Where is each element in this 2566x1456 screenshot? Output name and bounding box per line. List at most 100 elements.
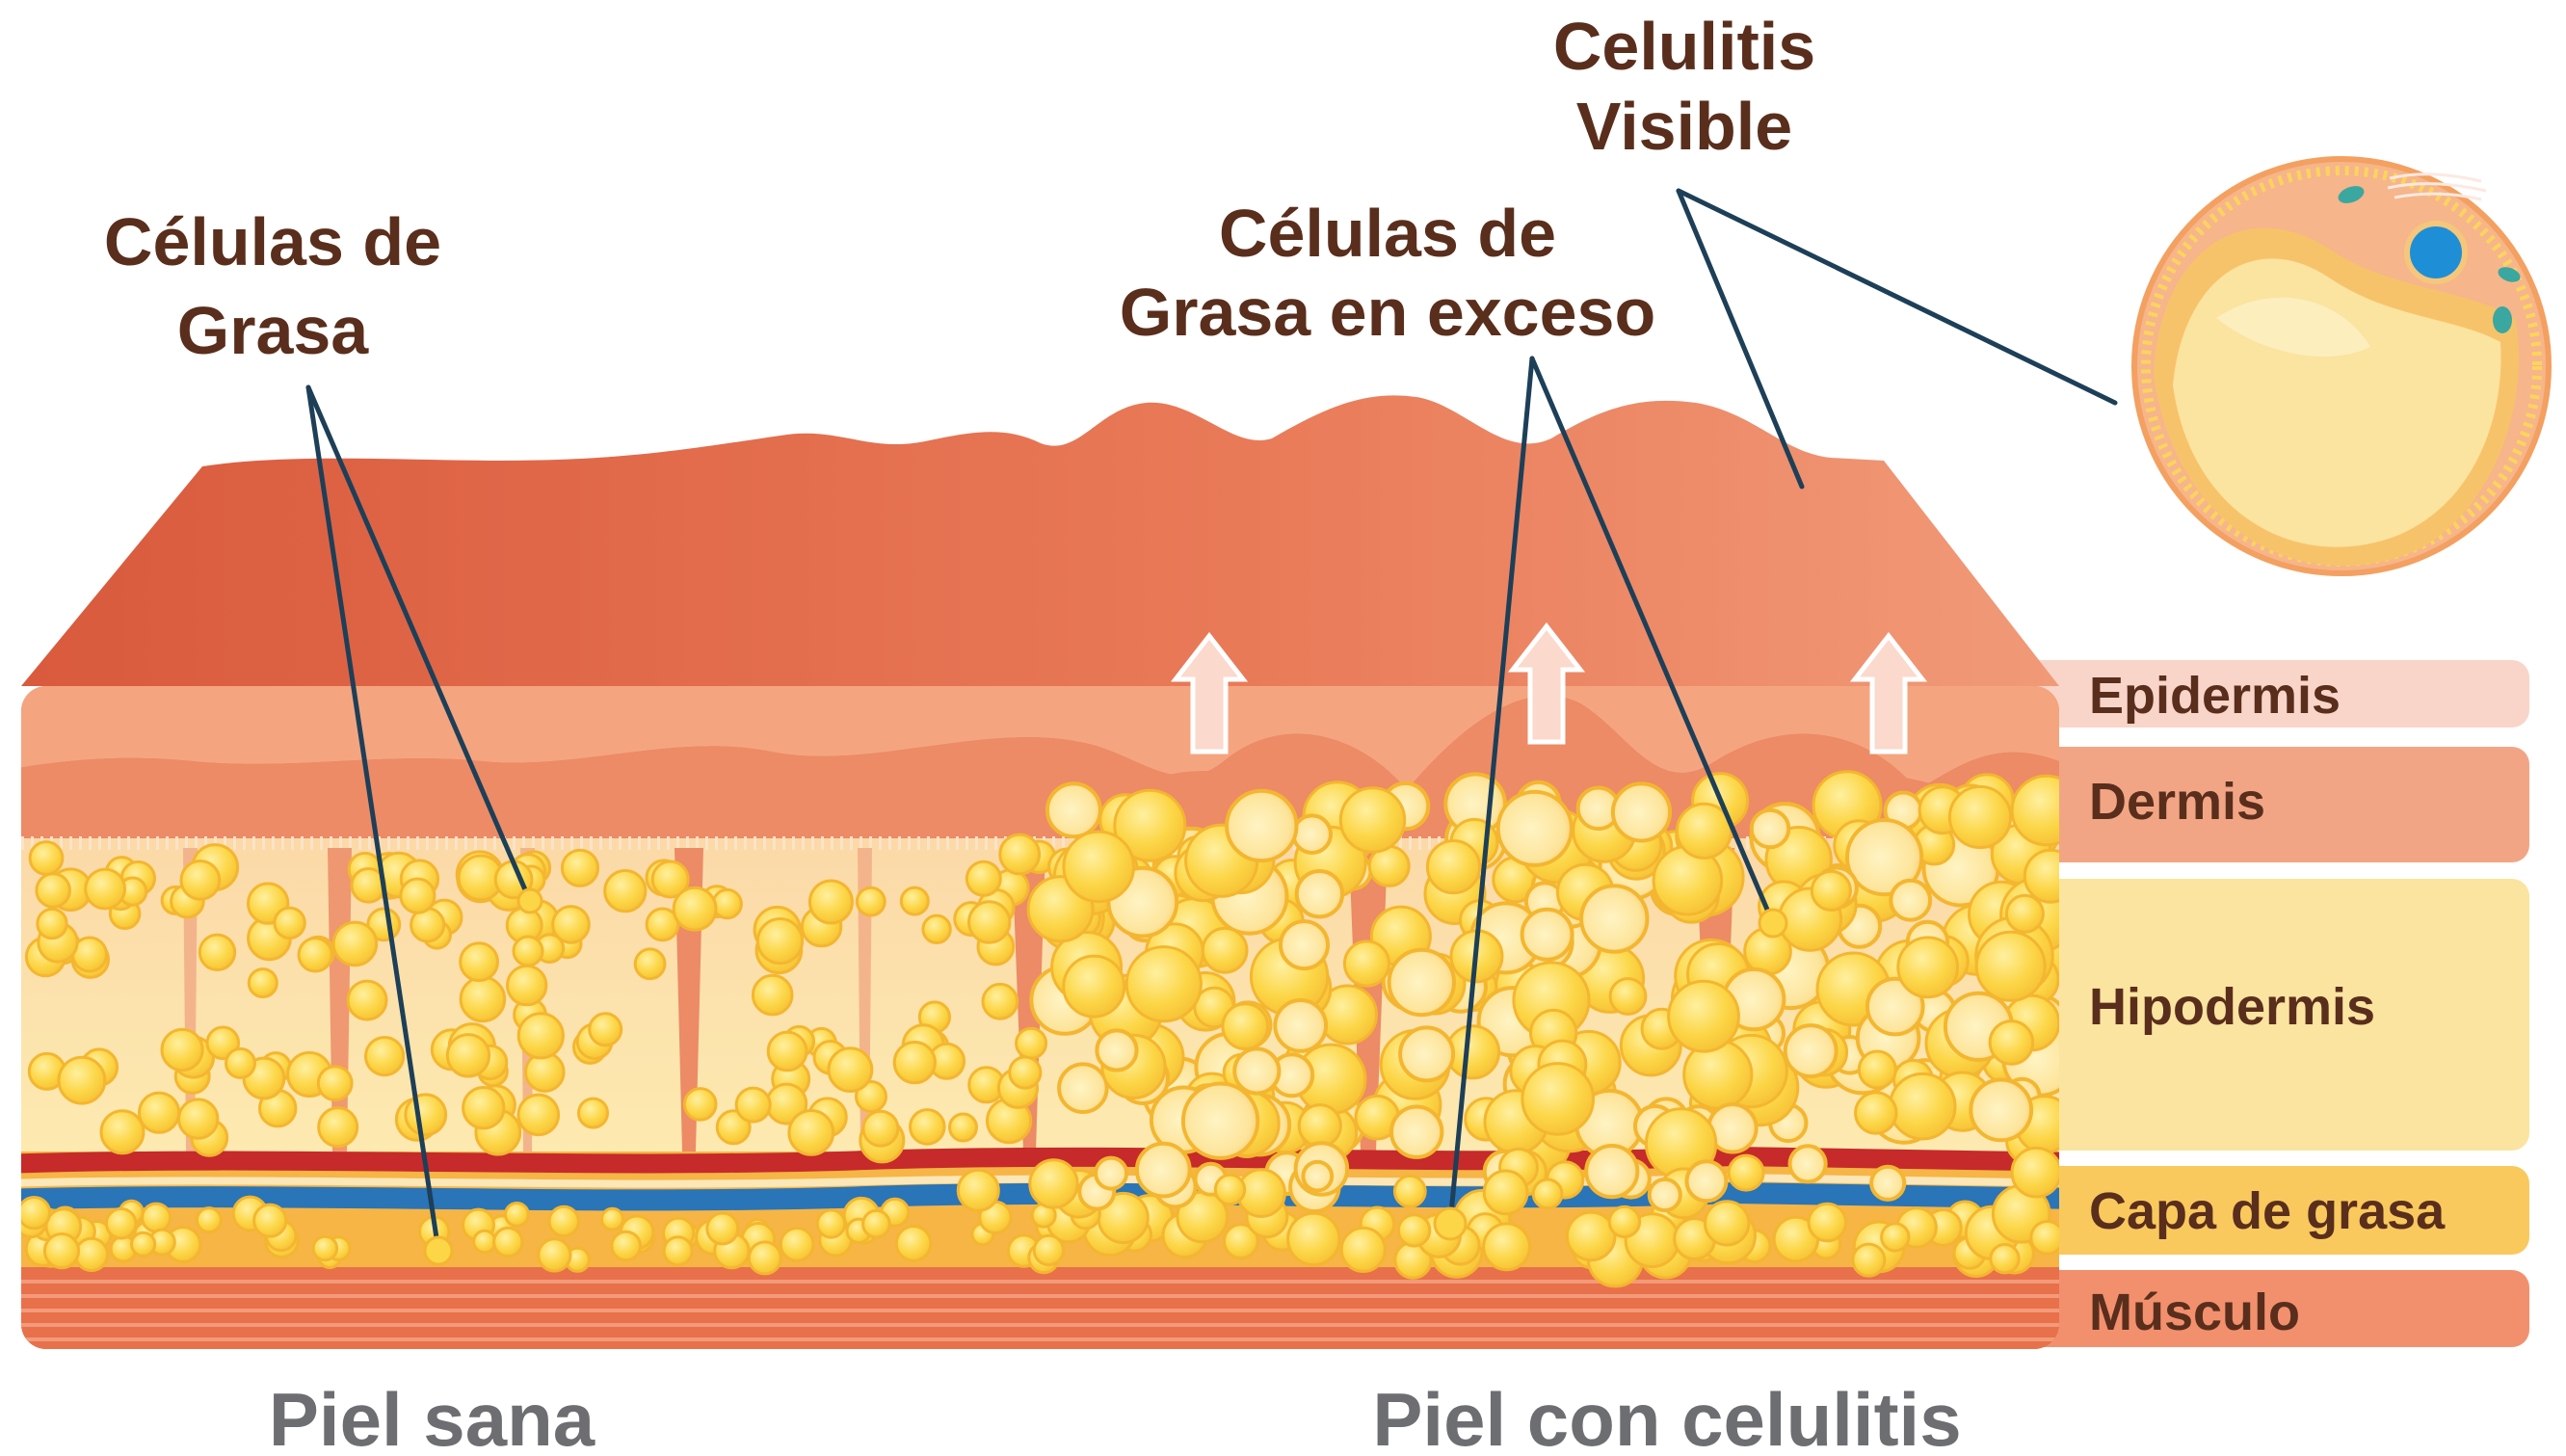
fat-cell	[1391, 1107, 1442, 1157]
fat-cell	[401, 879, 435, 913]
fat-cell	[447, 1035, 489, 1076]
fat-cell	[348, 981, 386, 1019]
fat-cell	[2012, 1148, 2061, 1197]
fat-cell	[1234, 1048, 1279, 1093]
fat-cell	[1484, 1171, 1527, 1214]
fat-cell	[1812, 871, 1850, 910]
callout-visible-line1: Celulitis	[1553, 9, 1815, 84]
layer-label-fat-layer: Capa de grasa	[2089, 1182, 2446, 1240]
fat-cell	[1427, 841, 1479, 893]
fat-cell	[707, 1213, 738, 1244]
fat-cell	[319, 1108, 357, 1147]
fat-cell	[143, 1204, 171, 1231]
fat-cell	[1971, 1080, 2031, 1141]
fat-cell	[37, 874, 70, 908]
fat-cell	[1030, 1160, 1077, 1207]
callout-excess-line2: Grasa en exceso	[1120, 275, 1655, 350]
fat-cell	[894, 1043, 935, 1083]
fat-cell	[366, 1038, 404, 1075]
fat-cell	[1344, 941, 1389, 986]
fat-cell	[1126, 947, 1201, 1021]
fat-cell	[1567, 1212, 1615, 1260]
fat-cell	[983, 984, 1018, 1019]
fat-cell	[179, 1099, 218, 1138]
fat-cell	[506, 1204, 529, 1227]
fat-cell	[461, 943, 498, 981]
fat-cell	[1183, 1084, 1257, 1158]
fat-cell	[817, 1210, 844, 1237]
fat-cell	[1949, 786, 2010, 847]
fat-cell	[958, 1170, 998, 1210]
fat-cell	[1288, 1213, 1339, 1264]
fat-cell	[1223, 1004, 1268, 1049]
fat-cell	[1299, 1105, 1340, 1147]
fat-cell	[1522, 1064, 1594, 1135]
fat-cell	[757, 919, 802, 964]
fat-cell	[966, 861, 1000, 895]
fat-cell	[857, 887, 885, 915]
fat-cell	[463, 1088, 504, 1128]
fat-cell	[901, 887, 928, 914]
fat-cell	[1610, 979, 1646, 1015]
fat-cell	[140, 1093, 179, 1132]
fat-cell	[1533, 1179, 1562, 1208]
fat-cell	[1275, 1000, 1326, 1051]
fat-cell	[605, 871, 646, 912]
fat-cell	[275, 908, 304, 938]
fat-cell	[38, 909, 66, 938]
fat-cell	[553, 907, 590, 943]
layer-label-epidermis: Epidermis	[2089, 667, 2341, 725]
fat-cell	[1871, 1167, 1904, 1200]
fat-cell	[539, 1239, 570, 1271]
fat-cell	[749, 1242, 780, 1274]
fat-cell	[780, 1229, 813, 1261]
fat-cell	[1017, 1028, 1046, 1058]
fat-cell	[106, 1208, 136, 1238]
fat-cell	[1341, 1228, 1385, 1271]
layer-label-muscle: Músculo	[2089, 1284, 2300, 1341]
fat-cell	[1891, 881, 1930, 920]
fat-cell	[1786, 1025, 1837, 1076]
fat-cell	[1340, 788, 1404, 852]
fat-cell	[1064, 956, 1124, 1017]
fat-cell	[684, 1089, 716, 1121]
fat-cell	[829, 1048, 872, 1092]
fat-cell	[896, 1227, 931, 1261]
fat-cell	[664, 1237, 692, 1265]
fat-cell	[1522, 910, 1573, 960]
fat-cell	[514, 937, 542, 966]
callout-visible-line2: Visible	[1576, 89, 1792, 164]
fat-cell	[162, 1029, 202, 1070]
fat-cell	[18, 1198, 49, 1229]
fat-cell	[181, 861, 220, 900]
layer-label-hypodermis: Hipodermis	[2089, 978, 2375, 1036]
fat-cell	[1047, 783, 1100, 836]
fat-cell	[474, 1231, 496, 1253]
fat-cell	[1064, 832, 1134, 902]
fat-cell	[674, 887, 716, 930]
layer-label-dermis: Dermis	[2089, 773, 2265, 831]
fat-cell	[518, 1014, 563, 1058]
fat-cell	[579, 1099, 608, 1127]
fat-cell	[1203, 928, 1247, 972]
fat-cell	[863, 1111, 898, 1146]
fat-cell	[590, 1014, 622, 1046]
fat-cell	[635, 949, 665, 979]
fat-cell	[1613, 783, 1670, 840]
fat-cell	[1227, 791, 1296, 860]
fat-cell	[2006, 895, 2043, 932]
fat-cell	[1010, 1057, 1041, 1088]
fat-cell	[333, 922, 377, 966]
fat-cell	[2031, 1222, 2064, 1255]
callout-fat-cells-line2: Grasa	[177, 293, 370, 368]
fat-cell	[768, 1032, 807, 1071]
callout-fat-cells-line1: Células de	[104, 204, 441, 279]
fat-cell	[1752, 810, 1789, 848]
fat-cell	[1898, 938, 1958, 997]
fat-cell	[1398, 1215, 1429, 1246]
fat-cell	[1687, 1161, 1727, 1201]
fat-cell	[1650, 1179, 1680, 1210]
fat-cell	[1498, 792, 1572, 865]
fat-cell	[1809, 1204, 1846, 1241]
